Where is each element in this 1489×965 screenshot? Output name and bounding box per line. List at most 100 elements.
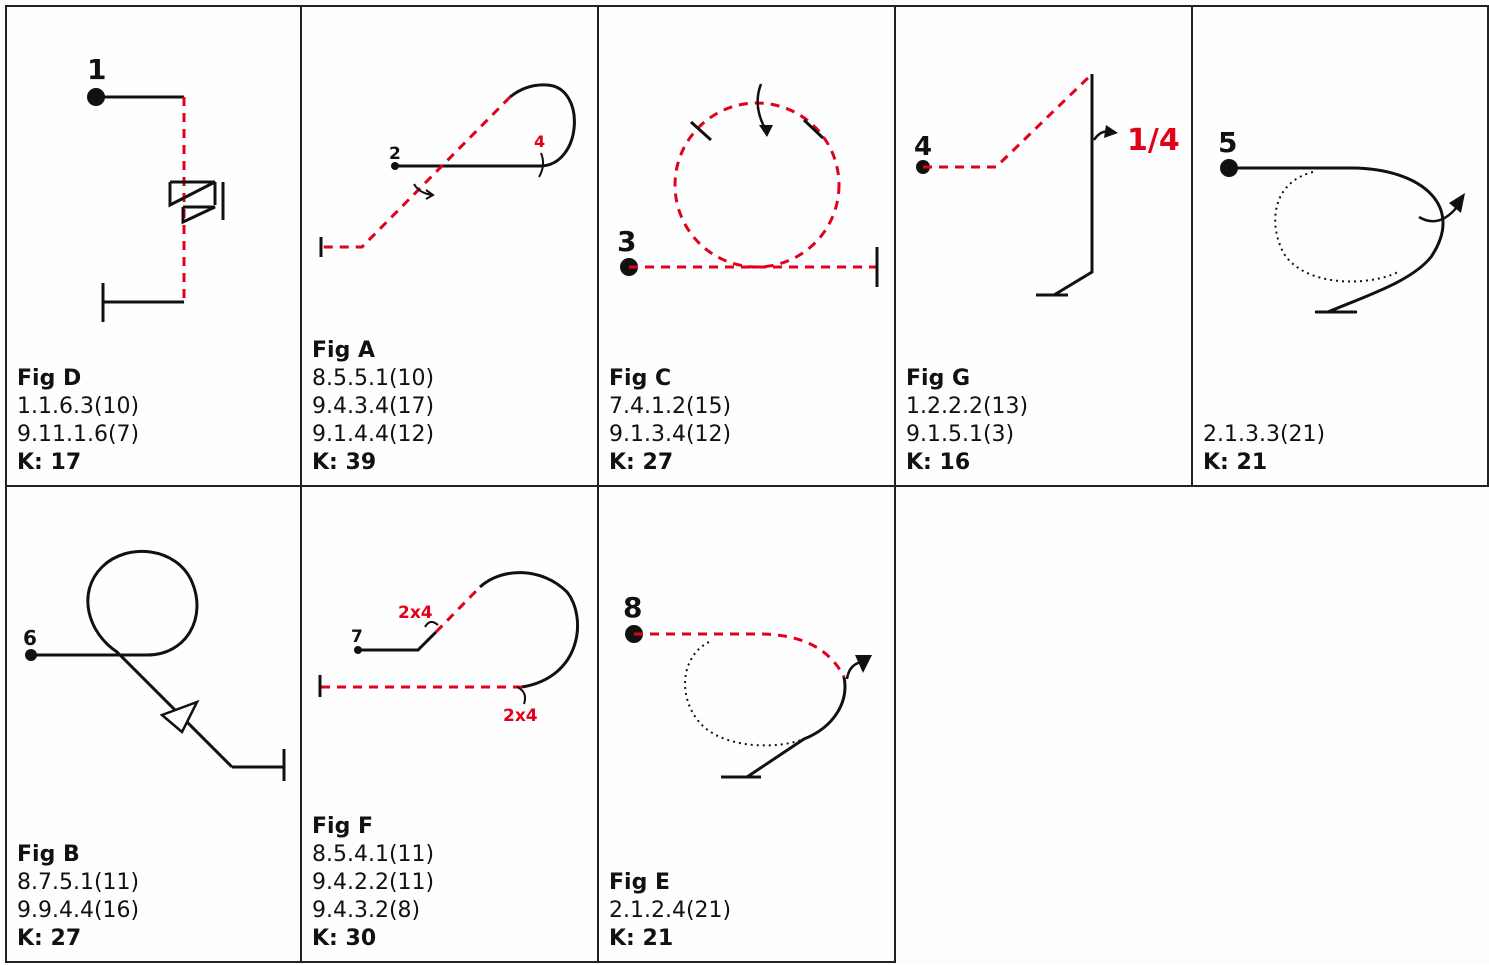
figure-f-start-number: 7 [351,627,363,647]
figure-g-start-number: 4 [914,132,932,162]
figure-a-code: 8.5.5.1(10) [312,366,435,391]
figure-5-code: 2.1.3.3(21) [1203,422,1326,447]
figure-c-code: 9.1.3.4(12) [609,422,732,447]
figure-5-roll-arrow [1418,206,1458,223]
figure-e-caption: Fig E 2.1.2.4(21) K: 21 [609,869,731,953]
figure-c-diagram: 3 [617,83,879,287]
figure-e-entry-inverted [634,632,846,678]
figure-f-title: Fig F [312,814,374,839]
figure-b-start-number: 6 [23,626,37,650]
figure-g-diagram: 4 1/4 [914,72,1180,297]
figure-b-k-factor: K: 27 [17,926,82,951]
figure-e-pull-line [746,676,847,779]
figure-f-code: 9.4.3.2(8) [312,898,421,923]
figure-c-loop-tick-left [689,120,713,142]
figure-a-diagonal-inverted [322,95,512,249]
figure-5-entry-line [1229,166,1445,314]
figure-a-code: 9.1.4.4(12) [312,422,435,447]
figure-cell-g: 4 1/4 Fig G 1.2.2.2(13) 9.1.5.1(3) K: 16 [894,5,1193,487]
figure-e-loop-dotted [684,641,805,747]
figure-cell-b: 6 Fig B 8.7.5.1(11) 9.9.4.4(16) K: 27 [5,485,302,963]
figure-a-caption: Fig A 8.5.5.1(10) 9.4.3.4(17) 9.1.4.4(12… [312,337,434,477]
figure-d-code: 9.11.1.6(7) [17,422,140,447]
figure-5-diagram: 5 [1218,126,1465,314]
figure-f-roll-label-1: 2x4 [398,603,433,623]
figure-d-k-factor: K: 17 [17,450,82,475]
figure-d-exit-line [101,283,184,322]
figure-g-caption: Fig G 1.2.2.2(13) 9.1.5.1(3) K: 16 [906,365,1028,477]
figure-c-loop [673,101,841,269]
figure-c-roll-arrowhead [759,125,773,137]
figure-c-title: Fig C [609,366,672,391]
figure-cell-e: 8 Fig E 2.1.2.4(21) K: 21 [597,485,896,963]
figure-b-code: 9.9.4.4(16) [17,898,140,923]
figure-a-code: 9.4.3.4(17) [312,394,435,419]
figure-f-k-factor: K: 30 [312,926,377,951]
figure-cell-d: 1 Fig D 1.1.6.3(10) 9.11.1.6(7) K: 17 [5,5,302,487]
figure-5-k-factor: K: 21 [1203,450,1268,475]
figure-cell-f: 7 2x4 2x4 Fig F 8.5.4.1(11) 9.4.2.2(11) … [300,485,599,963]
figure-e-diagram: 8 [623,591,872,779]
figure-b-loop [86,549,234,769]
figure-f-code: 8.5.4.1(11) [312,842,435,867]
figure-f-code: 9.4.2.2(11) [312,870,435,895]
figure-b-snap-triangle [159,699,200,734]
figure-5-roll-arrowhead [1449,193,1465,213]
figure-c-caption: Fig C 7.4.1.2(15) 9.1.3.4(12) K: 27 [609,365,731,477]
figure-e-start-number: 8 [623,591,642,624]
figure-f-diagram: 7 2x4 2x4 [318,571,579,726]
figure-f-entry-line [358,630,438,652]
figure-g-title: Fig G [906,366,971,391]
figure-g-inverted-line [923,72,1094,169]
figure-b-title: Fig B [17,842,80,867]
figure-b-caption: Fig B 8.7.5.1(11) 9.9.4.4(16) K: 27 [17,841,139,953]
figure-g-code: 1.2.2.2(13) [906,394,1029,419]
figure-d-start-number: 1 [87,53,106,86]
figure-c-roll-arrow [756,83,769,133]
figure-d-caption: Fig D 1.1.6.3(10) 9.11.1.6(7) K: 17 [17,365,139,477]
figure-f-diagonal-inverted [434,585,482,634]
figure-b-code: 8.7.5.1(11) [17,870,140,895]
figure-b-exit-line [232,749,286,781]
figure-5-caption: 2.1.3.3(21) K: 21 [1203,421,1325,477]
figure-d-snap-flag-1 [168,180,217,208]
figure-g-code: 9.1.5.1(3) [906,422,1015,447]
figure-c-start-number: 3 [617,225,636,258]
figure-d-snap-flag-2 [181,182,225,225]
figure-g-vertical-down [1053,74,1094,297]
figure-e-code: 2.1.2.4(21) [609,898,732,923]
figure-a-title: Fig A [312,338,376,363]
figure-f-roll-arrow-2 [516,686,527,705]
figure-c-k-factor: K: 27 [609,450,674,475]
figure-a-loop [509,83,576,168]
figure-5-start-number: 5 [1218,126,1237,159]
figure-a-roll-label: 4 [534,132,545,151]
figure-f-roll-label-2: 2x4 [503,706,538,726]
figure-a-start-number: 2 [389,144,401,164]
figure-e-roll-arrowhead [855,655,872,673]
figure-a-diagram: 2 4 [319,83,576,257]
figure-g-k-factor: K: 16 [906,450,971,475]
figure-g-roll-arrowhead [1104,125,1118,138]
figure-d-title: Fig D [17,366,82,391]
figure-f-roll-arrow-1 [424,621,439,628]
figure-g-roll-label: 1/4 [1127,123,1180,158]
figure-d-diagram: 1 [87,53,225,322]
figure-cell-5: 5 2.1.3.3(21) K: 21 [1191,5,1489,487]
figure-a-roll-arrow [538,152,545,178]
figure-5-loop-dotted [1274,171,1399,283]
figure-f-caption: Fig F 8.5.4.1(11) 9.4.2.2(11) 9.4.3.2(8)… [312,813,434,953]
figure-c-loop-tick-right [802,118,825,140]
figure-b-diagram: 6 [23,549,286,781]
figure-e-title: Fig E [609,870,671,895]
figure-e-roll-arrow [845,660,862,680]
figure-a-roll-arrow-2 [413,183,435,200]
figure-e-k-factor: K: 21 [609,926,674,951]
figure-d-code: 1.1.6.3(10) [17,394,140,419]
figure-cell-c: 3 Fig C 7.4.1.2(15) 9.1.3.4(12) K: 27 [597,5,896,487]
figure-f-loop [478,571,579,689]
figure-cell-a: 2 4 Fig A 8.5.5.1(10) 9.4.3.4(17) 9.1.4.… [300,5,599,487]
figure-a-k-factor: K: 39 [312,450,377,475]
figure-c-code: 7.4.1.2(15) [609,394,732,419]
